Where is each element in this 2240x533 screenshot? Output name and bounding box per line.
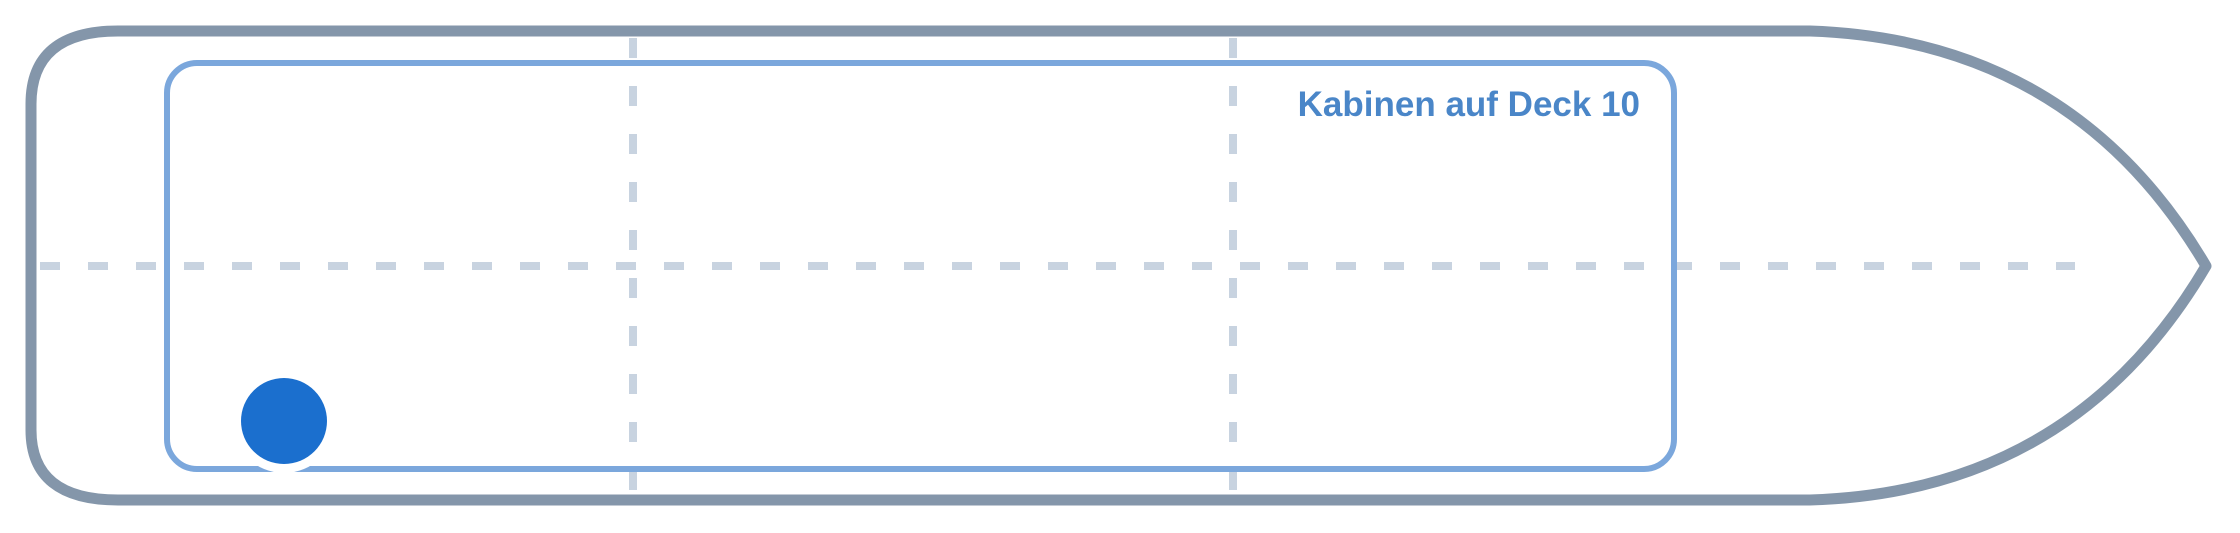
deck-cabin-area[interactable] xyxy=(164,60,1677,472)
ship-hull xyxy=(25,25,2212,506)
location-dot-icon[interactable] xyxy=(241,378,327,464)
deck-label: Kabinen auf Deck 10 xyxy=(1298,85,1640,124)
